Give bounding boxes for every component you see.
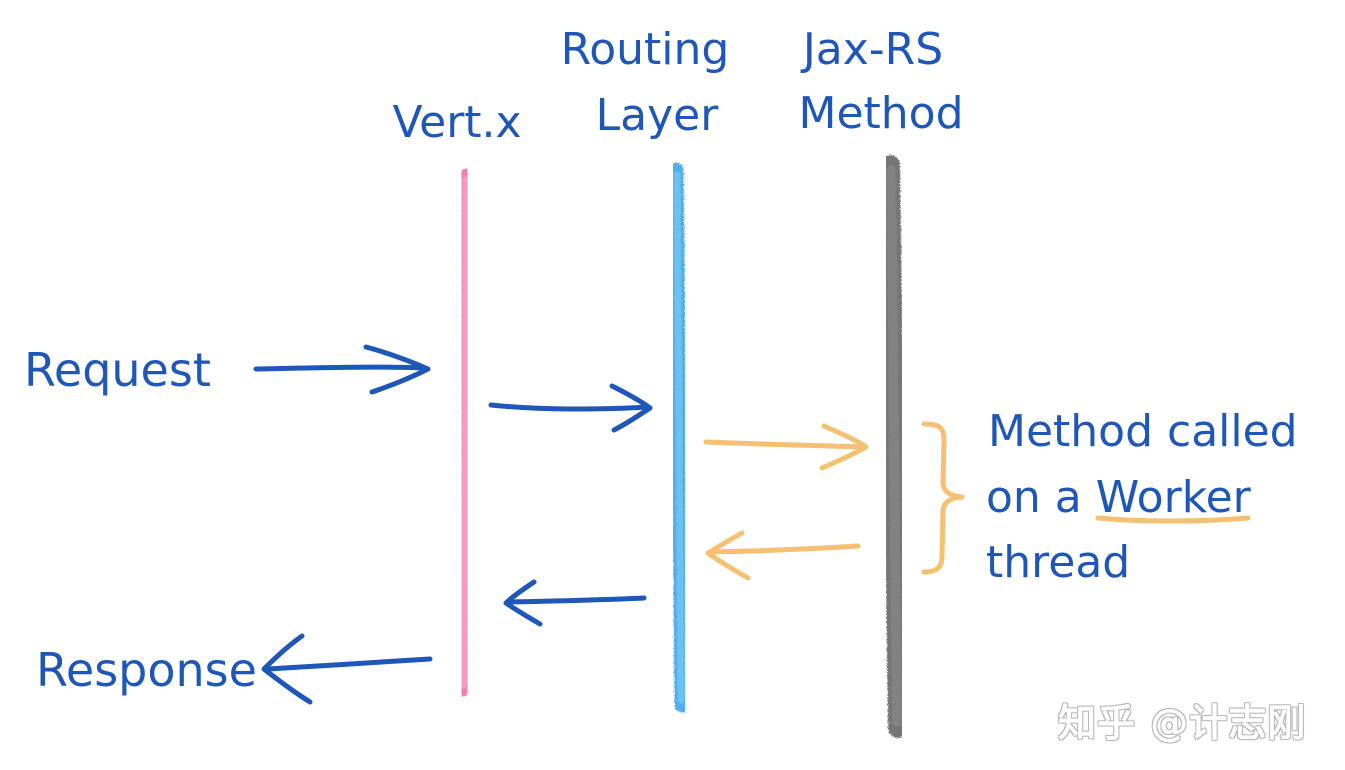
method-to-routing-arrow	[705, 530, 861, 581]
jaxrs-column-label-line2: Method	[798, 88, 963, 139]
routing-column-label-line2: Layer	[596, 90, 720, 141]
note-worker-word: Worker	[1096, 472, 1252, 523]
worker-underline	[1095, 515, 1251, 524]
response-label: Response	[36, 643, 257, 697]
vertx-to-routing-arrow	[488, 383, 653, 433]
note-line2: on a Worker	[986, 472, 1252, 523]
note-line1: Method called	[988, 406, 1298, 457]
worker-brace	[921, 421, 965, 575]
request-arrow	[253, 344, 431, 395]
routing-to-vertx-arrow	[503, 579, 647, 627]
jaxrs-column-label-line1: Jax-RS	[800, 24, 943, 75]
routing-to-method-arrow	[703, 423, 869, 471]
request-label: Request	[24, 343, 211, 397]
vertx-lifeline	[456, 168, 473, 697]
routing-lifeline	[668, 162, 690, 713]
note-line3: thread	[986, 537, 1130, 588]
response-arrow	[261, 633, 433, 705]
zhihu-watermark: 知乎 @计志刚	[1058, 701, 1307, 745]
vertx-column-label: Vert.x	[392, 97, 521, 148]
note-line2-prefix: on a	[986, 472, 1096, 523]
routing-column-label-line1: Routing	[561, 24, 730, 75]
jaxrs-lifeline	[880, 155, 908, 738]
